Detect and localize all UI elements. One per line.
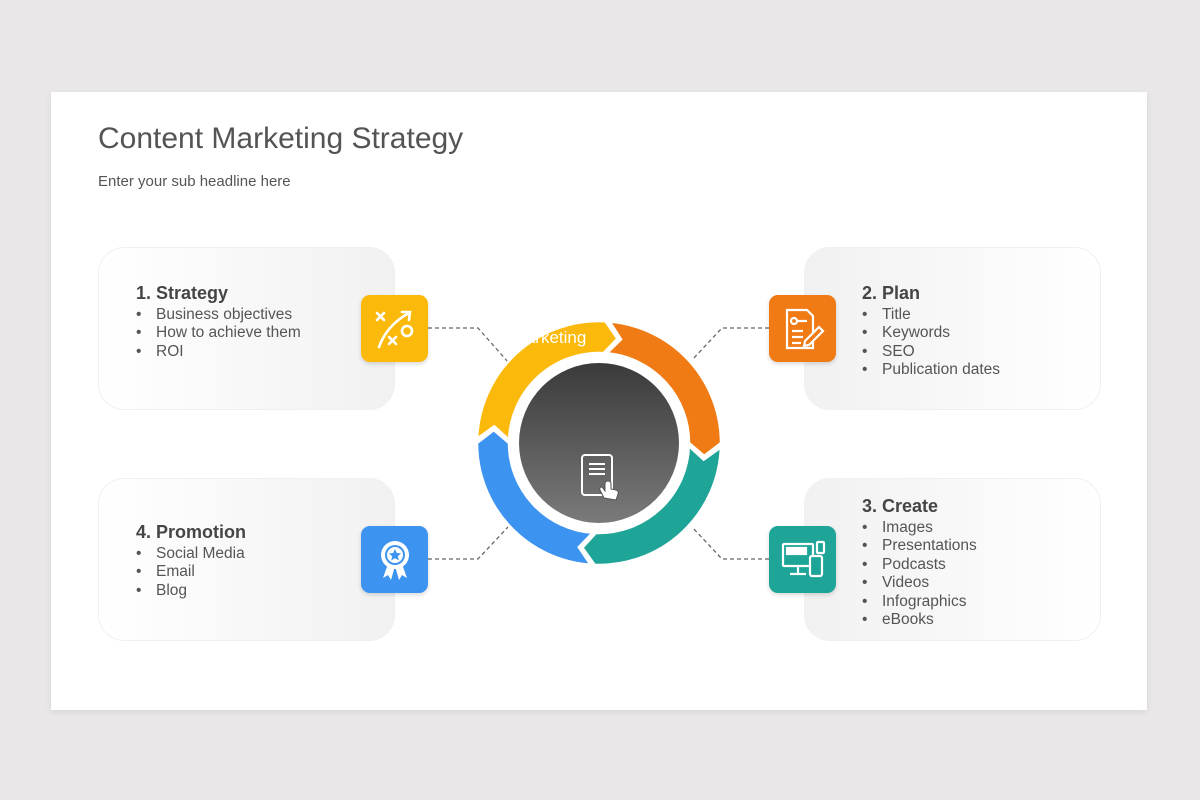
list-item: Email: [136, 563, 306, 582]
card-list: Social Media Email Blog: [136, 545, 306, 601]
list-item: Blog: [136, 582, 306, 601]
center-circle: [519, 363, 679, 523]
list-item: How to achieve them: [136, 324, 306, 343]
list-item: Podcasts: [862, 556, 1082, 575]
segment-promotion: [475, 428, 596, 567]
list-item: Title: [862, 306, 1082, 325]
multi-device-icon: [769, 526, 836, 593]
connector-strategy: [428, 327, 509, 363]
list-item: eBooks: [862, 611, 1082, 630]
list-item: Keywords: [862, 324, 1082, 343]
list-item: Publication dates: [862, 361, 1082, 380]
list-item: Images: [862, 519, 1082, 538]
connector-plan: [691, 327, 769, 361]
card-list: Business objectives How to achieve them …: [136, 306, 306, 362]
list-item: Business objectives: [136, 306, 306, 325]
card-promotion: 4. Promotion Social Media Email Blog: [98, 478, 395, 641]
list-item: Videos: [862, 574, 1082, 593]
page-subtitle: Enter your sub headline here: [98, 173, 291, 190]
connector-promotion: [428, 526, 509, 560]
card-list: Images Presentations Podcasts Videos Inf…: [862, 519, 1082, 630]
connector-create: [691, 526, 769, 560]
page-title: Content Marketing Strategy: [98, 122, 464, 155]
award-ribbon-icon: [361, 526, 428, 593]
card-heading: 4. Promotion: [136, 522, 247, 542]
center-label-line1: Content: [519, 306, 579, 325]
list-item: Presentations: [862, 537, 1082, 556]
center-label-line2: Marketing: [511, 328, 587, 347]
segment-strategy: [475, 319, 620, 443]
segment-create: [580, 443, 723, 567]
list-item: ROI: [136, 343, 306, 362]
center-label: Content Marketing: [499, 305, 599, 349]
card-heading: 2. Plan: [862, 283, 921, 303]
card-heading: 1. Strategy: [136, 283, 229, 303]
list-item: Social Media: [136, 545, 306, 564]
document-pencil-icon: [769, 295, 836, 362]
card-list: Title Keywords SEO Publication dates: [862, 306, 1082, 380]
tablet-touch-icon: [581, 454, 619, 501]
strategy-play-icon: [361, 295, 428, 362]
card-heading: 3. Create: [862, 496, 939, 516]
segment-plan: [603, 320, 723, 458]
list-item: SEO: [862, 343, 1082, 362]
list-item: Infographics: [862, 593, 1082, 612]
card-plan: 2. Plan Title Keywords SEO Publication d…: [804, 247, 1101, 410]
